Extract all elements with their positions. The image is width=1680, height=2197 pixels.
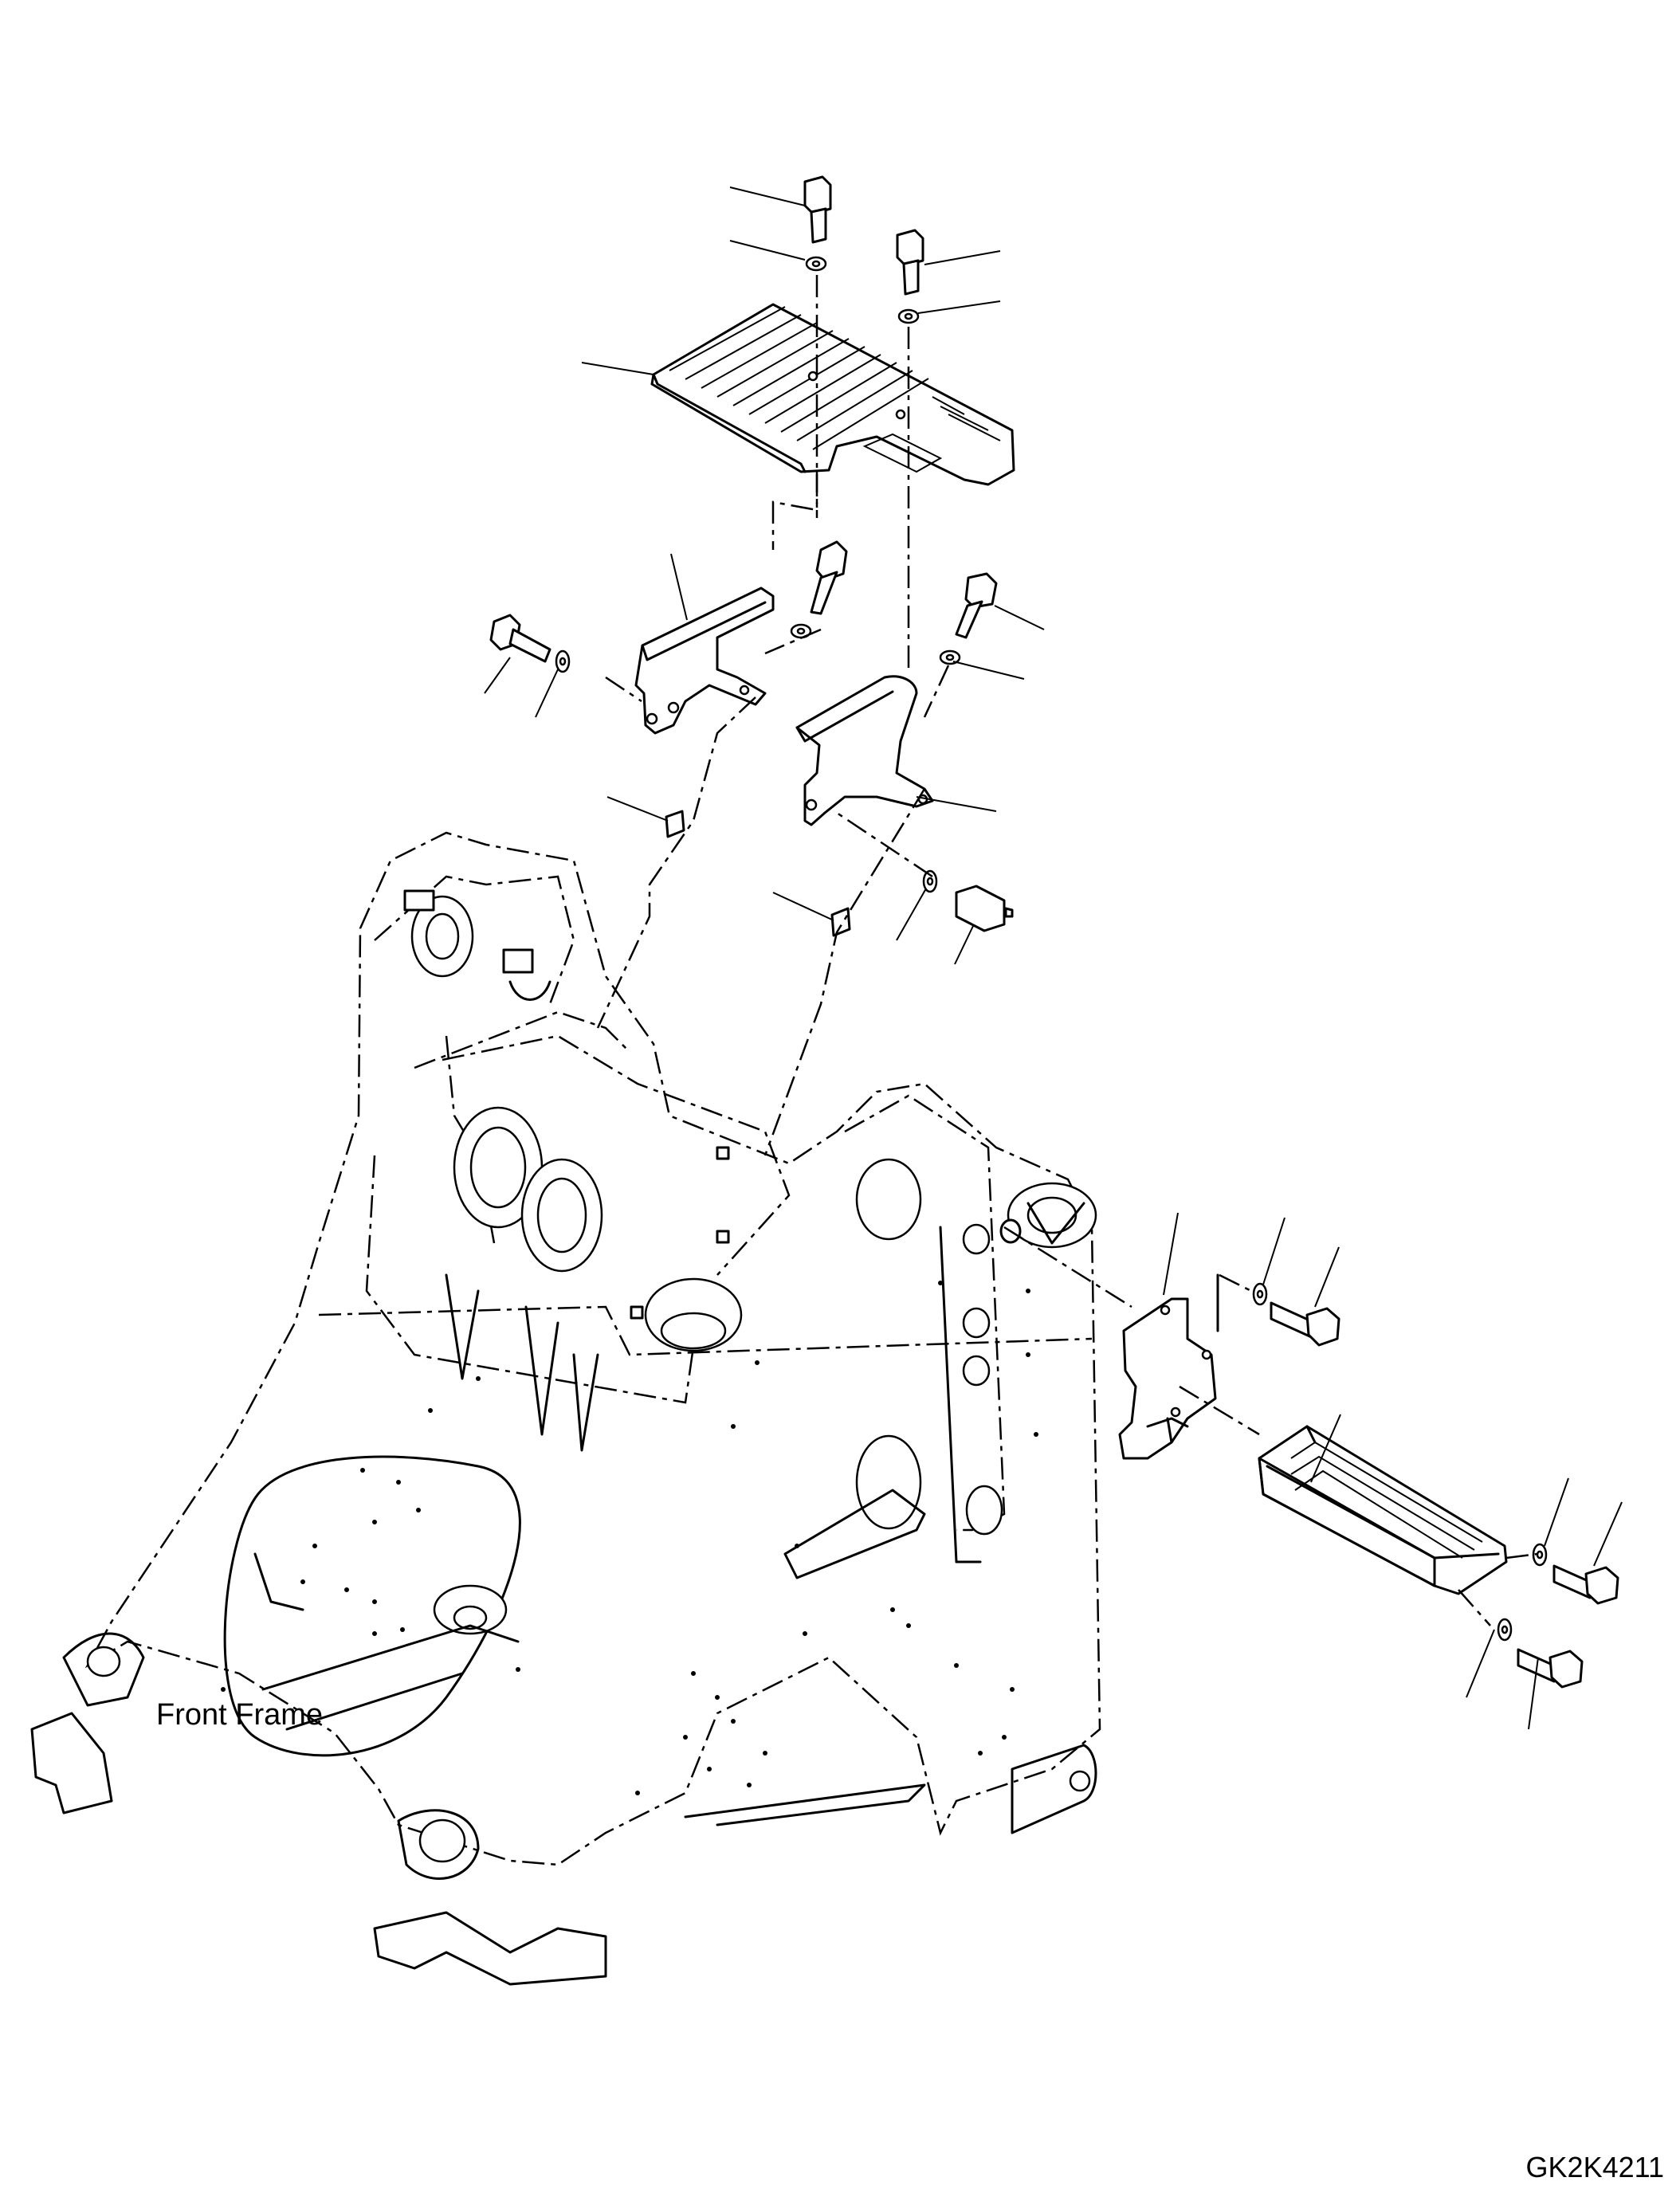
- frame-holes: [221, 1281, 1038, 1795]
- bolts: [489, 175, 1619, 1689]
- assembly-lines: [596, 275, 1539, 1626]
- leader-lines: [484, 186, 1623, 1730]
- lower-step-box: [1258, 1425, 1508, 1595]
- right-bracket: [795, 675, 934, 826]
- left-bracket: [634, 587, 775, 735]
- front-frame: [30, 831, 1101, 1986]
- spacers: [665, 810, 851, 937]
- drawing-code: GK2K4211: [1525, 2151, 1664, 2183]
- washers: [555, 256, 1548, 1642]
- side-bracket: [1118, 1297, 1217, 1460]
- upper-step-grating: [650, 303, 1015, 486]
- frame-label: Front Frame: [156, 1698, 324, 1732]
